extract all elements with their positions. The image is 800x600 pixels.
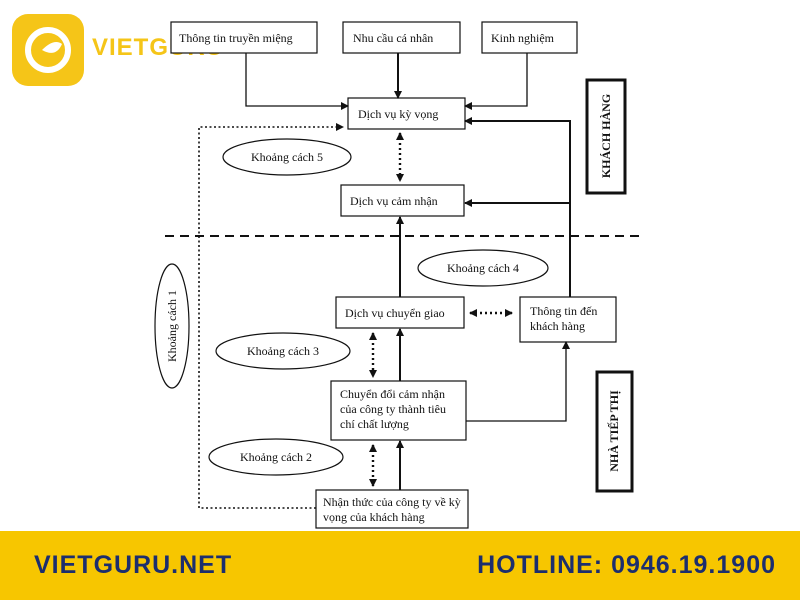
- logo-badge: [12, 14, 84, 86]
- side-label-customer-text: KHÁCH HÀNG: [599, 94, 613, 178]
- gap-3-ellipse: Khoảng cách 3: [215, 332, 351, 370]
- gap-1-label: Khoảng cách 1: [165, 290, 179, 362]
- box-external-communications: Thông tin đến khách hàng: [519, 296, 617, 343]
- box-service-delivery: Dịch vụ chuyển giao: [335, 296, 465, 329]
- box-word-of-mouth: Thông tin truyền miệng: [170, 21, 318, 54]
- box-external-comm-line2: khách hàng: [530, 319, 585, 333]
- gap-3-label: Khoảng cách 3: [247, 344, 319, 358]
- gap-4-ellipse: Khoảng cách 4: [417, 249, 549, 287]
- gap-5-ellipse: Khoảng cách 5: [222, 138, 352, 176]
- box-translation-line1: Chuyển đổi cảm nhận: [340, 387, 445, 401]
- box-word-of-mouth-label: Thông tin truyền miệng: [179, 31, 293, 45]
- box-mgmt-perception-line1: Nhận thức của công ty về kỳ: [323, 495, 461, 509]
- arrow-gap-1-dotted-loop: [198, 123, 344, 509]
- box-translation-line3: chí chất lượng: [340, 417, 409, 431]
- footer-bar: VIETGURU.NET HOTLINE: 0946.19.1900: [0, 531, 800, 600]
- side-label-marketer-text: NHÀ TIẾP THỊ: [606, 390, 621, 472]
- box-mgmt-perception-line2: vọng của khách hàng: [323, 510, 425, 524]
- gap-4-label: Khoảng cách 4: [447, 261, 519, 275]
- arrow-word-of-mouth-to-expected: [245, 53, 349, 110]
- box-perceived-service: Dịch vụ cảm nhận: [340, 184, 465, 217]
- box-personal-needs: Nhu cầu cá nhân: [342, 21, 461, 54]
- box-expected-service-label: Dịch vụ kỳ vọng: [358, 107, 438, 121]
- side-label-marketer: NHÀ TIẾP THỊ: [595, 370, 634, 493]
- gap-model-diagram: Thông tin truyền miệng Nhu cầu cá nhân K…: [154, 21, 640, 529]
- footer-hotline[interactable]: HOTLINE: 0946.19.1900: [477, 551, 776, 579]
- gap-1-ellipse: Khoảng cách 1: [154, 263, 190, 389]
- gap-5-label: Khoảng cách 5: [251, 150, 323, 164]
- gap-2-ellipse: Khoảng cách 2: [208, 438, 344, 476]
- box-experience: Kinh nghiệm: [481, 21, 578, 54]
- box-personal-needs-label: Nhu cầu cá nhân: [353, 31, 433, 45]
- box-experience-label: Kinh nghiệm: [491, 31, 555, 45]
- box-perceived-service-label: Dịch vụ cảm nhận: [350, 194, 438, 208]
- vietguru-logo-icon: [25, 27, 71, 73]
- arrow-external-comm-to-expected: [464, 117, 571, 297]
- side-label-customer: KHÁCH HÀNG: [585, 78, 627, 195]
- box-translation-to-specs: Chuyển đổi cảm nhận của công ty thành ti…: [330, 380, 467, 441]
- gap-2-label: Khoảng cách 2: [240, 450, 312, 464]
- arrow-experience-to-expected: [464, 53, 528, 110]
- arrow-translation-to-external-comm: [466, 341, 570, 422]
- box-service-delivery-label: Dịch vụ chuyển giao: [345, 306, 445, 320]
- box-management-perception: Nhận thức của công ty về kỳ vọng của khá…: [315, 489, 469, 529]
- box-translation-line2: của công ty thành tiêu: [340, 402, 446, 416]
- box-expected-service: Dịch vụ kỳ vọng: [347, 97, 466, 130]
- box-external-comm-line1: Thông tin đến: [530, 304, 597, 318]
- footer-website[interactable]: VIETGURU.NET: [34, 551, 233, 579]
